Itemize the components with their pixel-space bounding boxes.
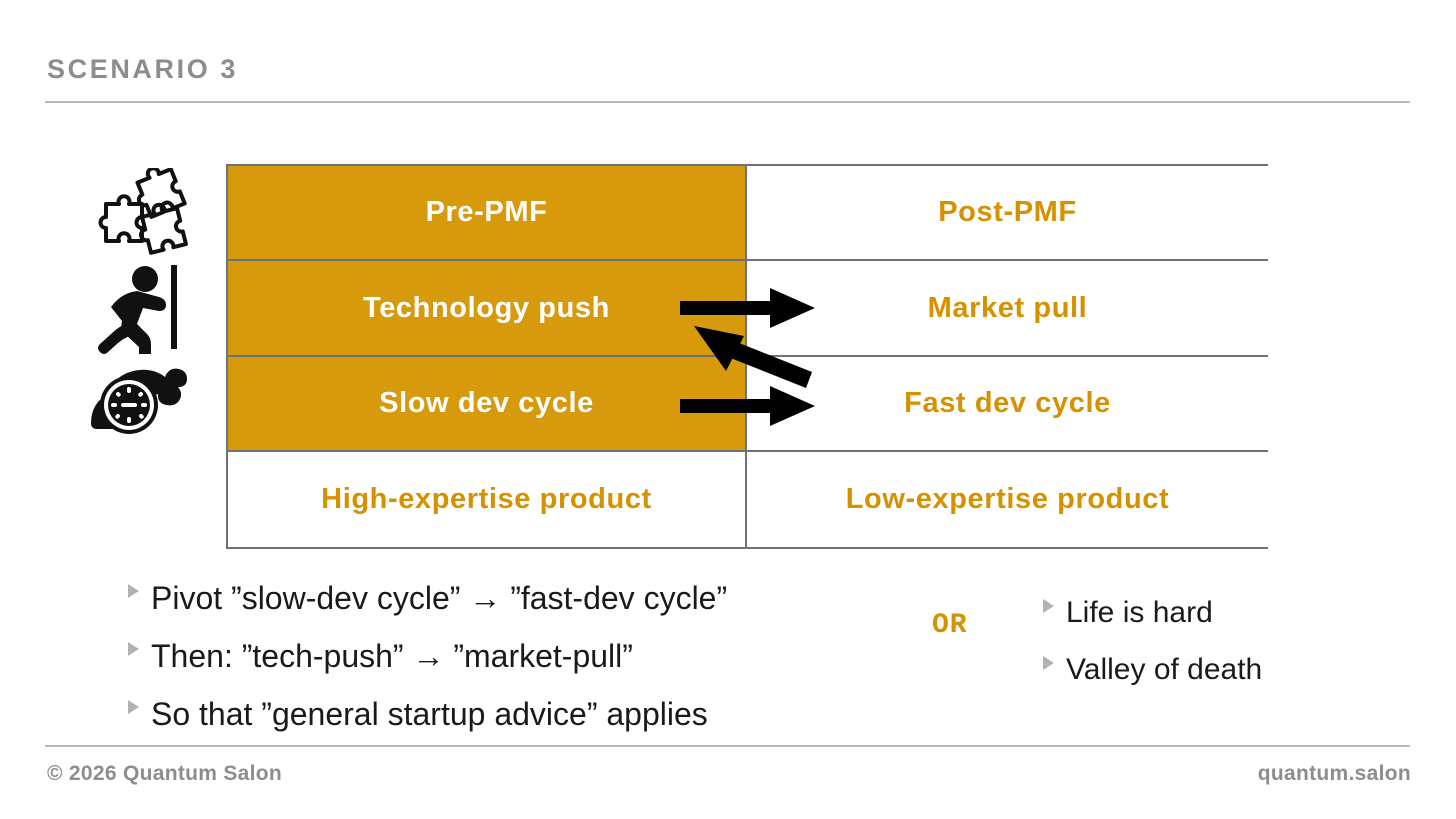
- list-item-label: Life is hard: [1066, 596, 1213, 629]
- matrix-cell-technology-push: Technology push: [228, 261, 747, 357]
- page-title: SCENARIO 3: [47, 54, 239, 84]
- header-divider: [45, 101, 1410, 103]
- list-item-label: So that ”general startup advice” applies: [151, 696, 708, 732]
- matrix-cell-post-pmf: Post-PMF: [747, 166, 1268, 261]
- copyright-text: © 2026 Quantum Salon: [47, 762, 283, 785]
- list-item-label: Pivot ”slow-dev cycle” → ”fast-dev cycle…: [151, 580, 728, 616]
- footer-divider: [45, 745, 1410, 747]
- list-item-label: Then: ”tech-push” → ”market-pull”: [151, 638, 633, 674]
- site-url-text: quantum.salon: [1257, 762, 1411, 785]
- snail-clock-icon: [78, 357, 208, 453]
- matrix-cell-pre-pmf: Pre-PMF: [228, 166, 747, 261]
- pmf-matrix-table: Pre-PMF Post-PMF Technology push Market …: [226, 164, 1268, 549]
- matrix-cell-fast-dev-cycle: Fast dev cycle: [747, 357, 1268, 452]
- list-item: Life is hard: [1043, 585, 1403, 640]
- bullet-triangle-icon: [128, 584, 139, 598]
- bullet-triangle-icon: [1043, 656, 1054, 670]
- list-item: Valley of death: [1043, 642, 1403, 697]
- or-separator-label: OR: [932, 610, 968, 641]
- list-item: Pivot ”slow-dev cycle” → ”fast-dev cycle…: [128, 570, 918, 626]
- list-item: Then: ”tech-push” → ”market-pull”: [128, 628, 918, 684]
- person-pushing-wall-icon: [78, 261, 208, 357]
- bullet-triangle-icon: [1043, 599, 1054, 613]
- conclusions-list-left: Pivot ”slow-dev cycle” → ”fast-dev cycle…: [128, 570, 918, 744]
- puzzle-pieces-icon: [78, 165, 208, 261]
- list-item: So that ”general startup advice” applies: [128, 686, 918, 742]
- bullet-triangle-icon: [128, 642, 139, 656]
- matrix-cell-slow-dev-cycle: Slow dev cycle: [228, 357, 747, 452]
- matrix-cell-market-pull: Market pull: [747, 261, 1268, 357]
- list-item-label: Valley of death: [1066, 653, 1263, 686]
- bullet-triangle-icon: [128, 700, 139, 714]
- conclusions-list-right: Life is hard Valley of death: [1043, 585, 1403, 699]
- matrix-cell-high-expertise-product: High-expertise product: [228, 452, 747, 547]
- matrix-cell-low-expertise-product: Low-expertise product: [747, 452, 1268, 547]
